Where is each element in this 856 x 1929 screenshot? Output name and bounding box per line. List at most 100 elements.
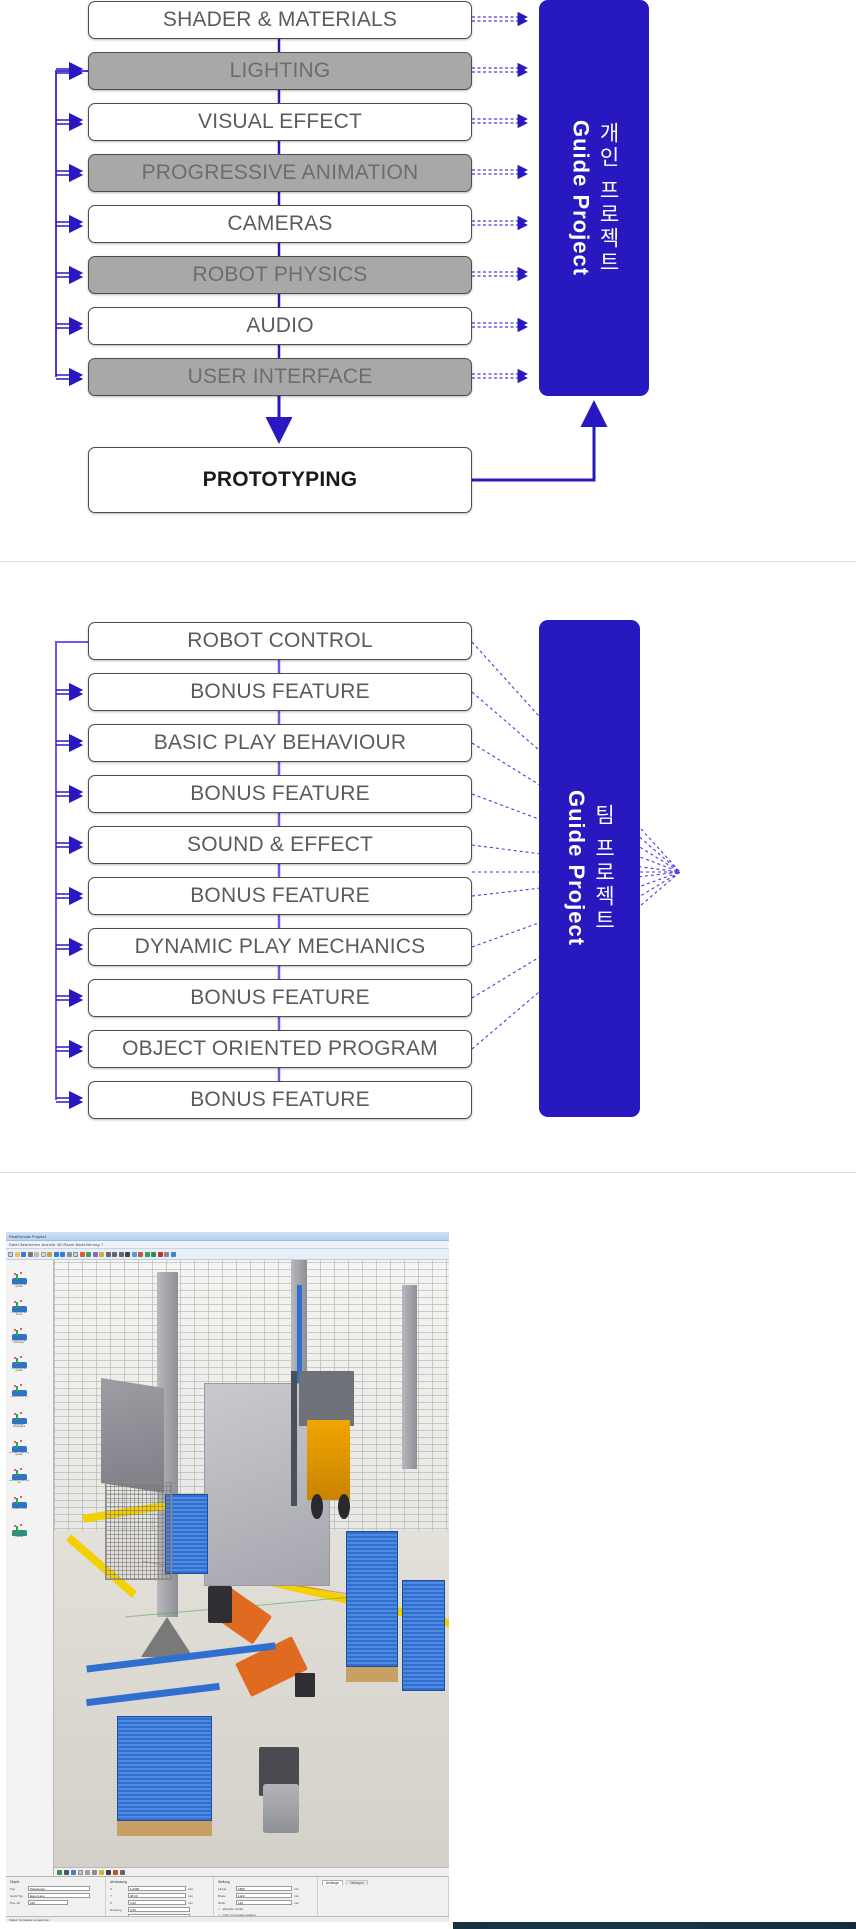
property-field[interactable]: 1800 xyxy=(236,1886,292,1891)
property-row[interactable]: X 1.0000 mm xyxy=(110,1886,209,1891)
cad-simulation-screenshot[interactable]: RealRobotix Projekt1 Datei Bearbeiten An… xyxy=(6,1232,449,1922)
d2-node-8[interactable]: OBJECT ORIENTED PROGRAM xyxy=(88,1030,472,1068)
cad-3d-viewport[interactable] xyxy=(54,1260,449,1876)
d1-node-0[interactable]: SHADER & MATERIALS xyxy=(88,1,472,39)
viewport-icon-camera[interactable] xyxy=(106,1869,111,1875)
property-field[interactable]: 140 xyxy=(236,1900,292,1905)
palette-item[interactable]: Förderstrecke Abzweiger xyxy=(9,1319,30,1346)
viewport-icon-wire[interactable] xyxy=(92,1869,97,1875)
d1-node-6[interactable]: AUDIO xyxy=(88,307,472,345)
property-row[interactable]: Z 0.00 mm xyxy=(110,1900,209,1905)
viewport-icon-zoom[interactable] xyxy=(64,1869,69,1875)
toolbar-icon-grid[interactable] xyxy=(73,1251,78,1257)
property-field[interactable]: Export aus xyxy=(28,1893,90,1898)
toolbar-icon-undo[interactable] xyxy=(53,1251,59,1257)
cad-component-palette[interactable]: Förderstrecke gerade Förderstrecke Kurve… xyxy=(6,1260,54,1876)
property-row[interactable]: Gerät Typ Export aus xyxy=(10,1893,101,1898)
toolbar-icon-arc[interactable] xyxy=(112,1251,117,1257)
property-checkbox-row[interactable]: ✓ nicht zur Gruppe gehörig xyxy=(218,1913,256,1917)
palette-item[interactable]: Förderstrecke 1/2 xyxy=(9,1375,30,1402)
property-tab-multistack[interactable]: Vielstapel xyxy=(345,1880,368,1885)
cad-viewport-toolbar[interactable] xyxy=(54,1867,449,1876)
property-field[interactable]: Palettenaur xyxy=(28,1886,90,1891)
d2-node-3[interactable]: BONUS FEATURE xyxy=(88,775,472,813)
property-row[interactable]: Drehung 0.00 xyxy=(110,1907,209,1912)
palette-item[interactable]: Drehtisch Drehung gerade xyxy=(9,1431,30,1458)
toolbar-icon-text[interactable] xyxy=(125,1251,130,1257)
d1-node-7[interactable]: USER INTERFACE xyxy=(88,358,472,396)
toolbar-icon-measure[interactable] xyxy=(99,1251,104,1257)
property-row[interactable]: Typ Palettenaur xyxy=(10,1886,101,1891)
d2-node-7[interactable]: BONUS FEATURE xyxy=(88,979,472,1017)
viewport-icon-fit[interactable] xyxy=(71,1869,76,1875)
palette-item[interactable]: Drehtisch Drehung 1/2 xyxy=(9,1459,30,1486)
vr-robot-programming-illustration[interactable] xyxy=(453,1922,856,1929)
d2-node-0[interactable]: ROBOT CONTROL xyxy=(88,622,472,660)
cad-toolbar[interactable] xyxy=(6,1249,449,1260)
viewport-icon-grid[interactable] xyxy=(78,1869,83,1875)
d2-node-4[interactable]: SOUND & EFFECT xyxy=(88,826,472,864)
d1-node-3[interactable]: PROGRESSIVE ANIMATION xyxy=(88,154,472,192)
toolbar-icon-sim[interactable] xyxy=(144,1251,150,1257)
toolbar-icon-line[interactable] xyxy=(105,1251,111,1257)
property-row[interactable]: Höhe 140 mm xyxy=(218,1900,313,1905)
palette-item-label: Förderstrecke gerade xyxy=(11,1367,27,1373)
cad-property-panel[interactable]: Objekt Typ Palettenaur Gerät Typ Export … xyxy=(6,1876,449,1919)
toolbar-icon-copy[interactable] xyxy=(40,1251,46,1257)
palette-item[interactable]: Palettier xyxy=(9,1515,30,1542)
toolbar-icon-paste[interactable] xyxy=(47,1251,52,1257)
palette-item[interactable]: Portaler Achse xyxy=(9,1487,30,1514)
viewport-icon-measure[interactable] xyxy=(113,1869,118,1875)
toolbar-icon-play[interactable] xyxy=(151,1251,156,1257)
palette-item[interactable]: Förderstrecke Kurve xyxy=(9,1291,30,1318)
toolbar-icon-select[interactable] xyxy=(79,1251,85,1257)
viewport-icon-light[interactable] xyxy=(99,1869,104,1875)
d2-node-1[interactable]: BONUS FEATURE xyxy=(88,673,472,711)
toolbar-icon-help[interactable] xyxy=(170,1251,176,1257)
property-field[interactable]: 0.00 xyxy=(128,1900,186,1905)
property-row[interactable]: Pos.-Nr. 240 xyxy=(10,1900,101,1905)
toolbar-icon-stop[interactable] xyxy=(157,1251,163,1257)
d1-panel-personal-project[interactable]: Guide Project 개인 프로젝트 xyxy=(539,0,649,396)
toolbar-icon-save[interactable] xyxy=(21,1251,26,1257)
toolbar-icon-new[interactable] xyxy=(8,1251,13,1257)
property-tab-attachments[interactable]: Anhänge xyxy=(322,1880,343,1885)
property-checkbox-row[interactable]: ✓ absolute Größe xyxy=(218,1907,244,1911)
d1-node-4[interactable]: CAMERAS xyxy=(88,205,472,243)
palette-item[interactable]: Förderstrecke gerade xyxy=(9,1347,30,1374)
toolbar-icon-layer[interactable] xyxy=(131,1251,137,1257)
toolbar-icon-render[interactable] xyxy=(138,1251,143,1257)
toolbar-icon-rotate[interactable] xyxy=(86,1251,91,1257)
palette-item[interactable]: Förderstrecke gerade xyxy=(9,1263,30,1290)
viewport-icon-shade[interactable] xyxy=(85,1869,90,1875)
property-field[interactable]: 38.00 xyxy=(128,1893,186,1898)
property-field[interactable]: 240 xyxy=(28,1900,68,1905)
cad-menubar[interactable]: Datei Bearbeiten Ansicht 3D-Raum Modelli… xyxy=(6,1241,449,1249)
toolbar-icon-poly[interactable] xyxy=(118,1251,124,1257)
property-row[interactable]: Länge 1800 mm xyxy=(218,1886,313,1891)
d2-node-2[interactable]: BASIC PLAY BEHAVIOUR xyxy=(88,724,472,762)
toolbar-icon-move[interactable] xyxy=(92,1251,98,1257)
viewport-icon-pan[interactable] xyxy=(57,1869,62,1875)
toolbar-icon-redo[interactable] xyxy=(60,1251,65,1257)
toolbar-icon-open[interactable] xyxy=(14,1251,20,1257)
d2-node-9[interactable]: BONUS FEATURE xyxy=(88,1081,472,1119)
d1-node-prototyping[interactable]: PROTOTYPING xyxy=(88,447,472,513)
property-field[interactable]: 0.00 xyxy=(128,1907,190,1912)
property-field[interactable]: 1.0000 xyxy=(128,1886,186,1891)
d1-node-1[interactable]: LIGHTING xyxy=(88,52,472,90)
toolbar-icon-settings[interactable] xyxy=(164,1251,169,1257)
property-row[interactable]: Y 38.00 mm xyxy=(110,1893,209,1898)
toolbar-icon-print[interactable] xyxy=(27,1251,33,1257)
d2-node-6[interactable]: DYNAMIC PLAY MECHANICS xyxy=(88,928,472,966)
palette-item[interactable]: Drehtisch Förderglied xyxy=(9,1403,30,1430)
d2-node-5[interactable]: BONUS FEATURE xyxy=(88,877,472,915)
toolbar-icon-cut[interactable] xyxy=(34,1251,39,1257)
d2-panel-team-project[interactable]: Guide Project 팀 프로젝트 xyxy=(539,620,640,1117)
toolbar-icon-zoom[interactable] xyxy=(66,1251,72,1257)
property-row[interactable]: Breite 1120 mm xyxy=(218,1893,313,1898)
property-field[interactable]: 1120 xyxy=(236,1893,292,1898)
d1-node-5[interactable]: ROBOT PHYSICS xyxy=(88,256,472,294)
d1-node-2[interactable]: VISUAL EFFECT xyxy=(88,103,472,141)
viewport-icon-print[interactable] xyxy=(120,1869,125,1875)
